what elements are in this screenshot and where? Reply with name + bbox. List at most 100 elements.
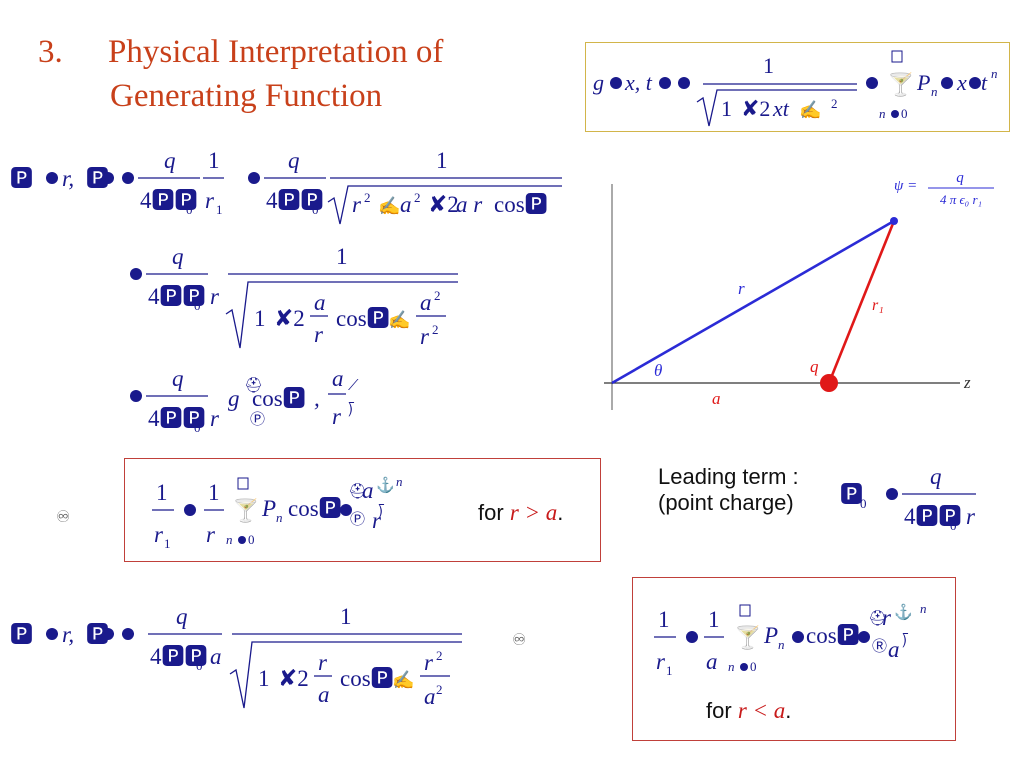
svg-text:r: r <box>210 284 220 309</box>
svg-text:t: t <box>981 70 988 95</box>
svg-text:a: a <box>314 290 326 315</box>
svg-text:⚓: ⚓ <box>376 476 395 494</box>
svg-text:1: 1 <box>666 663 673 678</box>
svg-text:0: 0 <box>950 518 957 533</box>
svg-text:0: 0 <box>860 496 867 511</box>
svg-text:1: 1 <box>164 536 171 551</box>
svg-text:1: 1 <box>436 148 448 173</box>
svg-text:a: a <box>210 644 222 669</box>
svg-text:4🅿🅿: 4🅿🅿 <box>140 188 198 213</box>
svg-text:q: q <box>172 244 184 269</box>
svg-text:r: r <box>154 522 164 547</box>
svg-text:a: a <box>318 682 330 707</box>
series-r-less-a-equation: 1 r 1 1 a 🍸 n 0 P n cos🅿 ⛑ r ⚓ n Ⓡ a ⟌ <box>654 601 927 678</box>
svg-text:✍: ✍ <box>392 670 414 690</box>
svg-text:⛑: ⛑ <box>348 483 367 500</box>
svg-text:2: 2 <box>434 288 441 303</box>
r-label: r <box>738 279 745 298</box>
svg-text:1: 1 <box>208 148 220 173</box>
charge-diagram: ψ = q 4 π ϵ₀ r₁ r r₁ θ q a z <box>604 170 994 410</box>
svg-text:q: q <box>172 366 184 391</box>
svg-text:cos🅿: cos🅿 <box>336 306 390 331</box>
svg-text:a: a <box>888 637 900 662</box>
svg-text:,: , <box>314 386 320 411</box>
svg-text:⛑: ⛑ <box>868 610 887 627</box>
binoculars-icon: ♾ <box>56 509 71 526</box>
svg-text:2: 2 <box>364 190 371 205</box>
svg-text:r,: r, <box>62 622 74 647</box>
svg-text:0: 0 <box>901 106 908 121</box>
for-label: for <box>706 698 732 723</box>
series-r-greater-a-equation: 1 r 1 1 r 🍸 n 0 P n cos🅿 ⛑ a ⚓ n Ⓟ r ⟌ <box>152 474 403 551</box>
svg-text:a: a <box>400 192 412 217</box>
svg-text:r: r <box>420 324 430 349</box>
svg-text:1: 1 <box>156 480 168 505</box>
svg-text:2: 2 <box>831 96 838 111</box>
svg-text:r: r <box>332 404 342 429</box>
svg-text:4🅿🅿: 4🅿🅿 <box>148 406 206 431</box>
svg-text:0: 0 <box>194 298 201 313</box>
potential-equation-r-less-a: 🅿 r, 🅿 q 4🅿🅿 0 a 1 1 ✘2 r a cos🅿 ✍ r 2 a… <box>10 604 462 709</box>
svg-text:q: q <box>288 148 300 173</box>
svg-text:n: n <box>778 637 785 652</box>
condition-r-less-a: for r < a. <box>706 698 791 724</box>
period: . <box>557 500 564 525</box>
svg-text:⟌: ⟌ <box>378 504 385 522</box>
svg-text:a: a <box>420 290 432 315</box>
svg-text:a: a <box>424 684 436 709</box>
svg-text:🍸: 🍸 <box>232 497 259 523</box>
svg-text:r: r <box>318 650 328 675</box>
svg-text:1: 1 <box>208 480 220 505</box>
svg-text:✘2: ✘2 <box>741 96 770 121</box>
svg-text:n: n <box>879 106 886 121</box>
svg-text:r: r <box>372 508 382 533</box>
series-box-r-less-a <box>632 577 956 741</box>
svg-text:0: 0 <box>750 659 757 674</box>
svg-text:2: 2 <box>432 322 439 337</box>
svg-text:✍: ✍ <box>799 100 821 120</box>
point-charge <box>820 374 838 392</box>
svg-text:🅿: 🅿 <box>86 166 109 191</box>
leading-term-line-2: (point charge) <box>658 490 794 515</box>
svg-text:⛑: ⛑ <box>244 377 263 394</box>
svg-text:P: P <box>763 623 778 648</box>
condition-variable: r < a <box>737 698 786 723</box>
period: . <box>785 698 792 723</box>
svg-text:x, t: x, t <box>624 70 653 95</box>
svg-text:2: 2 <box>436 648 443 663</box>
svg-text:q: q <box>176 604 188 629</box>
svg-text:✘2: ✘2 <box>278 666 309 691</box>
z-label: z <box>963 373 971 392</box>
svg-text:✍: ✍ <box>388 310 410 330</box>
svg-text:r: r <box>966 504 976 529</box>
svg-text:xt: xt <box>772 96 790 121</box>
svg-text:r: r <box>210 406 220 431</box>
svg-text:Ⓟ: Ⓟ <box>350 511 365 528</box>
svg-text:q: q <box>930 464 942 489</box>
svg-text:r: r <box>424 650 434 675</box>
condition-r-greater-a: for r > a. <box>478 500 563 526</box>
svg-text:r,: r, <box>62 166 74 191</box>
svg-text:x: x <box>956 70 967 95</box>
svg-text:⚓: ⚓ <box>894 603 913 621</box>
svg-text:🅿: 🅿 <box>86 622 109 647</box>
title-number: 3. <box>38 34 63 70</box>
series-box-r-greater-a <box>124 458 601 562</box>
generating-function-equation: g x, t 1 1 ✘2 xt ✍ 2 🍸 n 0 P n x t n <box>593 50 998 127</box>
svg-text:4🅿🅿: 4🅿🅿 <box>148 284 206 309</box>
svg-text:n: n <box>226 532 233 547</box>
theta-label: θ <box>654 361 662 380</box>
r1-label: r₁ <box>872 297 884 314</box>
svg-text:n: n <box>728 659 735 674</box>
svg-text:r: r <box>656 649 666 674</box>
psi-numerator: q <box>956 170 964 186</box>
svg-text:2: 2 <box>436 682 443 697</box>
binoculars-icon: ♾ <box>512 632 527 649</box>
svg-text:cos🅿: cos🅿 <box>340 666 394 691</box>
svg-text:P: P <box>261 496 276 521</box>
svg-text:1: 1 <box>340 604 352 629</box>
svg-text:2: 2 <box>414 190 421 205</box>
svg-text:1: 1 <box>721 96 732 121</box>
r-line <box>611 219 895 385</box>
svg-text:1: 1 <box>336 244 348 269</box>
